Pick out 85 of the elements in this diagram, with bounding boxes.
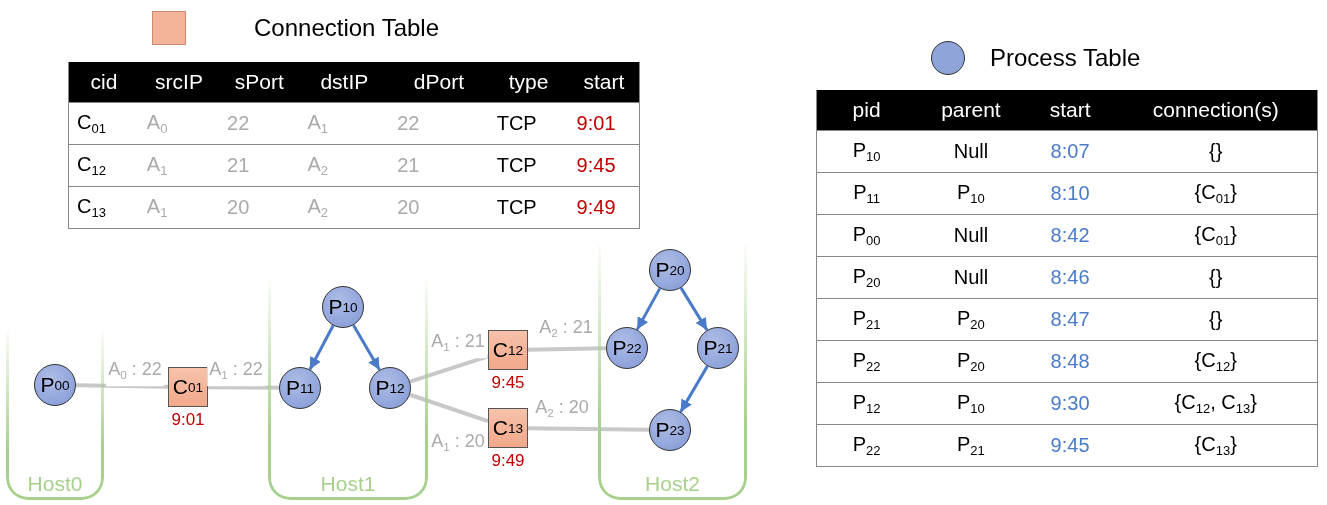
header-cell: sPort	[219, 62, 300, 103]
table-cell: A$_{1}$	[138, 144, 220, 187]
header-cell: connection(s)	[1114, 90, 1318, 131]
table-cell: {C$_{12}$, C$_{13}$}	[1114, 382, 1318, 425]
header-cell: srcIP	[138, 62, 220, 103]
time-label: 9:01	[171, 410, 205, 430]
table-cell: {C$_{01}$}	[1114, 172, 1318, 215]
host-region	[268, 280, 428, 500]
arrow	[635, 287, 662, 331]
table-cell: {C$_{12}$}	[1114, 340, 1318, 383]
connector-line	[527, 426, 650, 432]
host-label: Host1	[319, 472, 377, 496]
legend-label: Process Table	[990, 44, 1141, 72]
table-cell: TCP	[488, 102, 569, 145]
table-cell: 8:48	[1025, 340, 1115, 383]
table-cell: P$_{20}$	[816, 256, 917, 299]
table-cell: P$_{21}$	[816, 298, 917, 341]
arrow	[308, 324, 335, 371]
table-cell: 8:46	[1025, 256, 1115, 299]
table-cell: A$_{1}$	[138, 186, 220, 229]
connector-line	[527, 346, 607, 352]
table-cell: P$_{10}$	[816, 130, 917, 173]
table-cell: P$_{22}$	[816, 424, 917, 467]
table-cell: 22	[389, 102, 489, 145]
table-cell: {C$_{13}$}	[1114, 424, 1318, 467]
host-label: Host0	[26, 472, 84, 496]
header-cell: start	[568, 62, 640, 103]
table-cell: 21	[389, 144, 489, 187]
header-cell: parent	[916, 90, 1026, 131]
header-cell: cid	[68, 62, 139, 103]
table-cell: TCP	[488, 144, 569, 187]
header-cell: type	[488, 62, 569, 103]
arrow	[679, 287, 709, 331]
host-label: Host2	[644, 472, 701, 496]
table-cell: 8:47	[1025, 298, 1115, 341]
host-region	[6, 330, 104, 500]
connector-line	[409, 392, 489, 424]
table-cell: 8:07	[1025, 130, 1115, 173]
connector-line	[75, 383, 169, 389]
header-cell: pid	[816, 90, 917, 131]
table-cell: 20	[219, 186, 300, 229]
table-cell: {}	[1114, 130, 1318, 173]
table-cell: C$_{01}$	[68, 102, 139, 145]
table-cell: 9:45	[1025, 424, 1115, 467]
table-cell: A$_{1}$	[299, 102, 390, 145]
table-cell: P$_{10}$	[916, 172, 1026, 215]
connector-line	[208, 385, 279, 390]
header-cell: start	[1025, 90, 1115, 131]
time-label: 9:49	[491, 451, 525, 471]
table-cell: P$_{21}$	[916, 424, 1026, 467]
table-cell: A$_{0}$	[138, 102, 220, 145]
arrow	[352, 324, 381, 371]
table-cell: {C$_{01}$}	[1114, 214, 1318, 257]
table-cell: 9:49	[568, 186, 640, 229]
host-region	[598, 245, 747, 500]
table-cell: P$_{22}$	[816, 340, 917, 383]
table-cell: P$_{11}$	[816, 172, 917, 215]
header-cell: dstIP	[299, 62, 390, 103]
table-cell: 21	[219, 144, 300, 187]
table-cell: 22	[219, 102, 300, 145]
table-cell: A$_{2}$	[299, 186, 390, 229]
table-cell: Null	[916, 256, 1026, 299]
table-cell: 8:42	[1025, 214, 1115, 257]
table-cell: P$_{20}$	[916, 340, 1026, 383]
table-cell: C$_{13}$	[68, 186, 139, 229]
table-cell: 9:30	[1025, 382, 1115, 425]
arrow	[679, 365, 709, 413]
table-cell: Null	[916, 130, 1026, 173]
table-cell: P$_{20}$	[916, 298, 1026, 341]
legend-label: Connection Table	[254, 14, 440, 42]
table-cell: C$_{12}$	[68, 144, 139, 187]
table-cell: A$_{2}$	[299, 144, 390, 187]
table-cell: {}	[1114, 298, 1318, 341]
header-cell: dPort	[389, 62, 489, 103]
table-cell: Null	[916, 214, 1026, 257]
table-cell: {}	[1114, 256, 1318, 299]
table-cell: 9:01	[568, 102, 640, 145]
table-cell: 9:45	[568, 144, 640, 187]
table-cell: 20	[389, 186, 489, 229]
table-cell: P$_{12}$	[816, 382, 917, 425]
table-cell: TCP	[488, 186, 569, 229]
table-cell: P$_{10}$	[916, 382, 1026, 425]
time-label: 9:45	[491, 373, 525, 393]
table-cell: 8:10	[1025, 172, 1115, 215]
table-cell: P$_{00}$	[816, 214, 917, 257]
